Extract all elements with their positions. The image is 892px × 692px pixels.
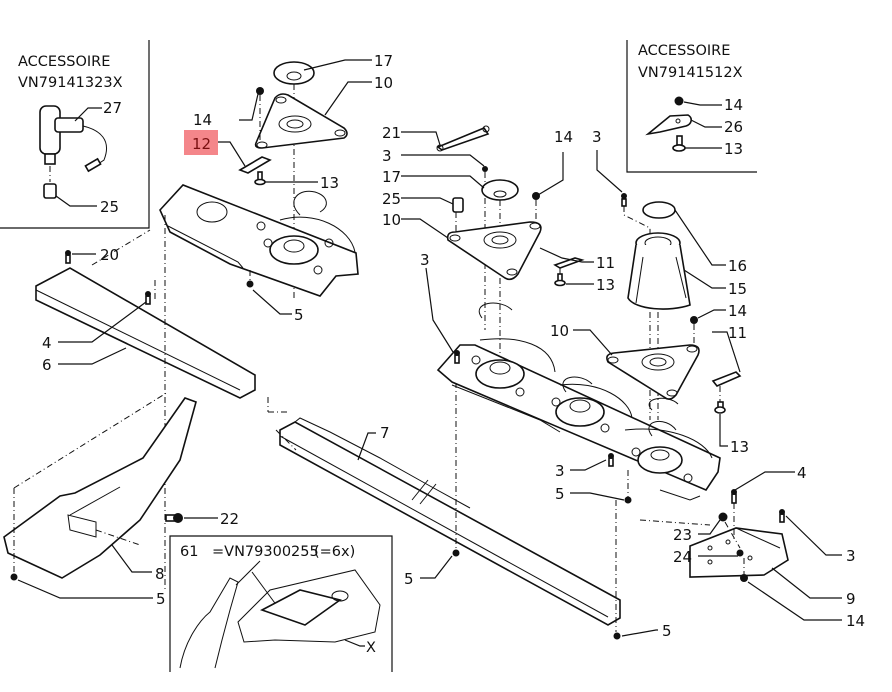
callout-x: X xyxy=(366,640,376,656)
end-bracket xyxy=(639,489,789,582)
callout-9: 9 xyxy=(846,590,856,608)
callout-23: 23 xyxy=(673,526,692,544)
callout-26: 26 xyxy=(724,118,743,136)
cutter-bar-discs xyxy=(436,302,721,504)
callout-13: 13 xyxy=(724,140,743,158)
callout-7: 7 xyxy=(380,424,390,442)
tool-item-number: 61 xyxy=(180,544,198,560)
callout-17: 17 xyxy=(382,168,401,186)
callout-3: 3 xyxy=(420,251,430,269)
accessory-box-left: ACCESSOIRE VN79141323X 27 25 xyxy=(0,40,150,229)
callout-14: 14 xyxy=(554,128,573,146)
conical-drum-assembly xyxy=(621,193,691,420)
callout-6: 6 xyxy=(42,356,52,374)
accessory-box-right: ACCESSOIRE VN79141512X 14 26 13 xyxy=(626,40,757,173)
callout-14: 14 xyxy=(193,111,212,129)
accessory-heading: ACCESSOIRE xyxy=(638,43,730,59)
accessory-part-number: VN79141512X xyxy=(638,65,743,81)
callout-5: 5 xyxy=(294,306,304,324)
callout-3: 3 xyxy=(846,547,856,565)
callout-13: 13 xyxy=(596,276,615,294)
callout-14: 14 xyxy=(724,96,743,114)
hand-with-key-icon xyxy=(179,560,281,669)
cutter-bar-tube xyxy=(267,356,621,640)
grease-pump-icon xyxy=(39,105,107,173)
callout-27: 27 xyxy=(103,99,122,117)
callout-3: 3 xyxy=(592,128,602,146)
callout-10: 10 xyxy=(382,211,401,229)
callout-15: 15 xyxy=(728,280,747,298)
callout-13: 13 xyxy=(320,174,339,192)
callout-5: 5 xyxy=(156,590,166,608)
callout-14: 14 xyxy=(728,302,747,320)
callout-10: 10 xyxy=(374,74,393,92)
blade-mount-icon xyxy=(237,569,381,643)
callout-3: 3 xyxy=(382,147,392,165)
callout-22: 22 xyxy=(220,510,239,528)
callout-25: 25 xyxy=(382,190,401,208)
callout-5: 5 xyxy=(555,485,565,503)
callout-5: 5 xyxy=(662,622,672,640)
callout-11: 11 xyxy=(596,254,615,272)
callout-12: 12 xyxy=(192,135,211,153)
callout-17: 17 xyxy=(374,52,393,70)
lubricator-fitting-icon xyxy=(43,166,57,199)
callout-8: 8 xyxy=(155,565,165,583)
tool-quantity: (=6x) xyxy=(314,544,355,560)
callout-3: 3 xyxy=(555,462,565,480)
accessory-part-number: VN79141323X xyxy=(18,75,123,91)
tool-box: 61 =VN79300255 (=6x) X xyxy=(169,535,393,672)
disc-assembly-right xyxy=(606,316,742,414)
callout-21: 21 xyxy=(382,124,401,142)
skid-shoe xyxy=(3,391,197,581)
callout-5: 5 xyxy=(404,570,414,588)
highlighted-callout-12[interactable]: 12 xyxy=(184,130,218,155)
callout-11: 11 xyxy=(728,324,747,342)
bolt-icon xyxy=(672,135,686,152)
disc-assembly-center-top xyxy=(436,125,585,355)
tool-part-number: =VN79300255 xyxy=(212,544,319,560)
callout-4: 4 xyxy=(42,334,52,352)
callout-13: 13 xyxy=(730,438,749,456)
callout-10: 10 xyxy=(550,322,569,340)
callout-14: 14 xyxy=(846,612,865,630)
callout-4: 4 xyxy=(797,464,807,482)
callout-25: 25 xyxy=(100,198,119,216)
callout-20: 20 xyxy=(100,246,119,264)
nut-icon xyxy=(674,96,684,106)
blade-icon xyxy=(645,114,692,136)
callout-16: 16 xyxy=(728,257,747,275)
callout-24: 24 xyxy=(673,548,692,566)
accessory-heading: ACCESSOIRE xyxy=(18,54,110,70)
support-bar-left xyxy=(35,215,256,590)
disc-assembly-left-top xyxy=(159,61,359,300)
